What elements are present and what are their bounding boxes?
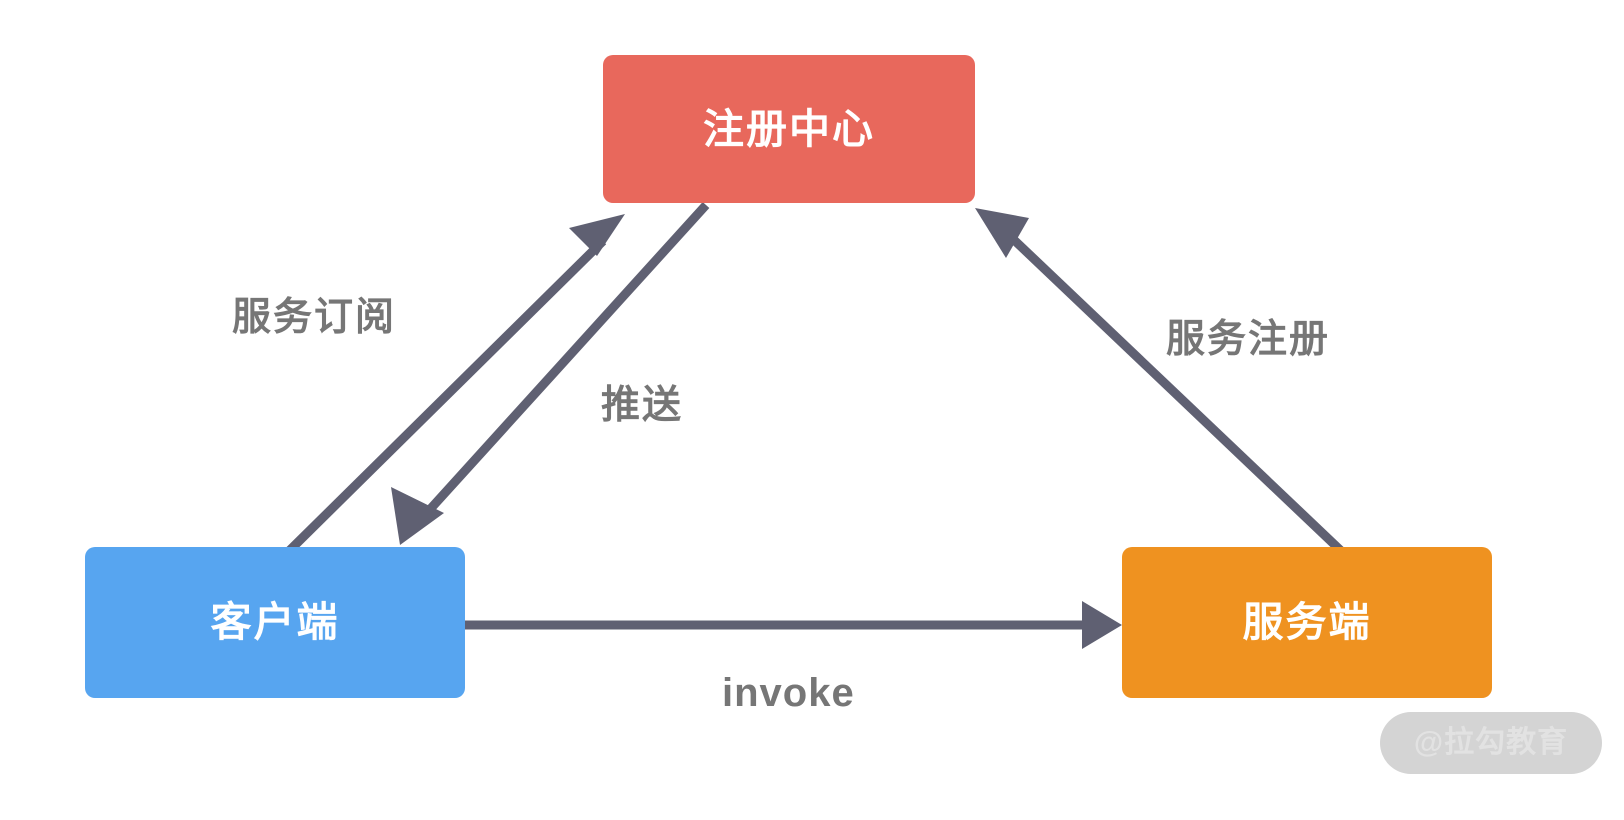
- node-server-label: 服务端: [1242, 599, 1372, 645]
- edge-push-line: [420, 201, 710, 520]
- node-registry-center-label: 注册中心: [703, 105, 875, 152]
- node-registry-center[interactable]: 注册中心: [603, 55, 975, 203]
- watermark-text: @拉勾教育: [1413, 726, 1569, 759]
- edge-register: [975, 208, 1361, 570]
- edge-subscribe-arrowhead: [569, 214, 625, 256]
- edge-register-arrowhead: [975, 208, 1029, 258]
- edge-label-register: 服务注册: [1166, 318, 1331, 361]
- edge-label-invoke: invoke: [722, 671, 855, 715]
- edge-register-line: [1008, 234, 1361, 570]
- node-server[interactable]: 服务端: [1122, 547, 1492, 698]
- edge-invoke-arrowhead: [1082, 601, 1122, 649]
- edge-subscribe-line: [284, 237, 607, 556]
- node-client[interactable]: 客户端: [85, 547, 465, 698]
- node-client-label: 客户端: [210, 599, 340, 645]
- edge-label-push: 推送: [601, 384, 684, 427]
- edge-label-subscribe: 服务订阅: [232, 296, 397, 339]
- edge-invoke: [465, 601, 1122, 649]
- watermark-badge: @拉勾教育: [1380, 712, 1602, 774]
- edge-push-arrowhead: [391, 487, 444, 545]
- edge-subscribe: [284, 214, 625, 556]
- edge-push: [391, 201, 710, 545]
